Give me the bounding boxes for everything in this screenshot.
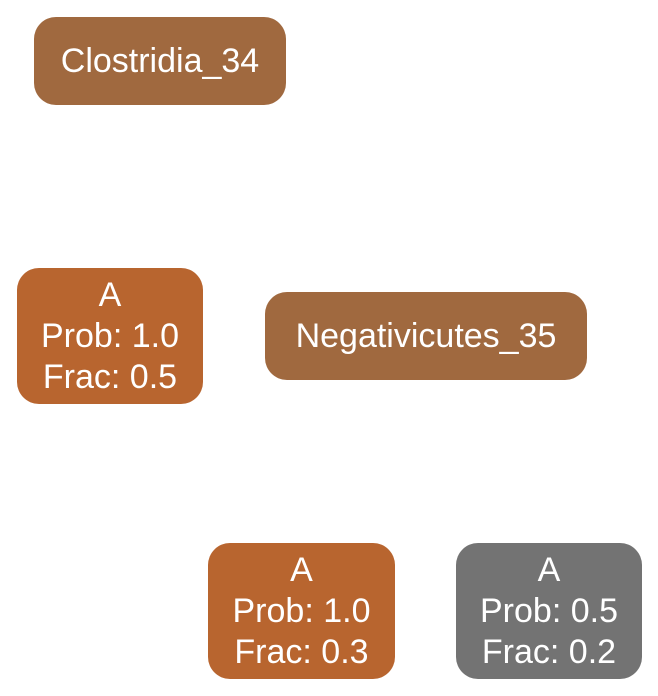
negativicutes-label: Negativicutes_35 (295, 317, 557, 355)
clostridia-label: Clostridia_34 (60, 42, 260, 80)
state-node-title: A (98, 275, 122, 314)
negativicutes-node: Negativicutes_35 (265, 292, 587, 380)
state-node-a-3: A Prob: 0.5 Frac: 0.2 (456, 543, 642, 679)
clostridia-node: Clostridia_34 (34, 17, 286, 105)
state-node-prob: Prob: 1.0 (232, 591, 371, 630)
state-node-prob: Prob: 1.0 (41, 316, 179, 355)
state-node-frac: Frac: 0.3 (234, 632, 369, 671)
state-node-title: A (290, 550, 313, 589)
state-node-prob: Prob: 0.5 (480, 591, 618, 630)
state-node-a-1: A Prob: 1.0 Frac: 0.5 (17, 268, 203, 404)
state-node-title: A (537, 550, 561, 589)
state-node-frac: Frac: 0.2 (481, 632, 617, 671)
state-node-frac: Frac: 0.5 (42, 357, 178, 396)
state-node-a-2: A Prob: 1.0 Frac: 0.3 (208, 543, 395, 679)
